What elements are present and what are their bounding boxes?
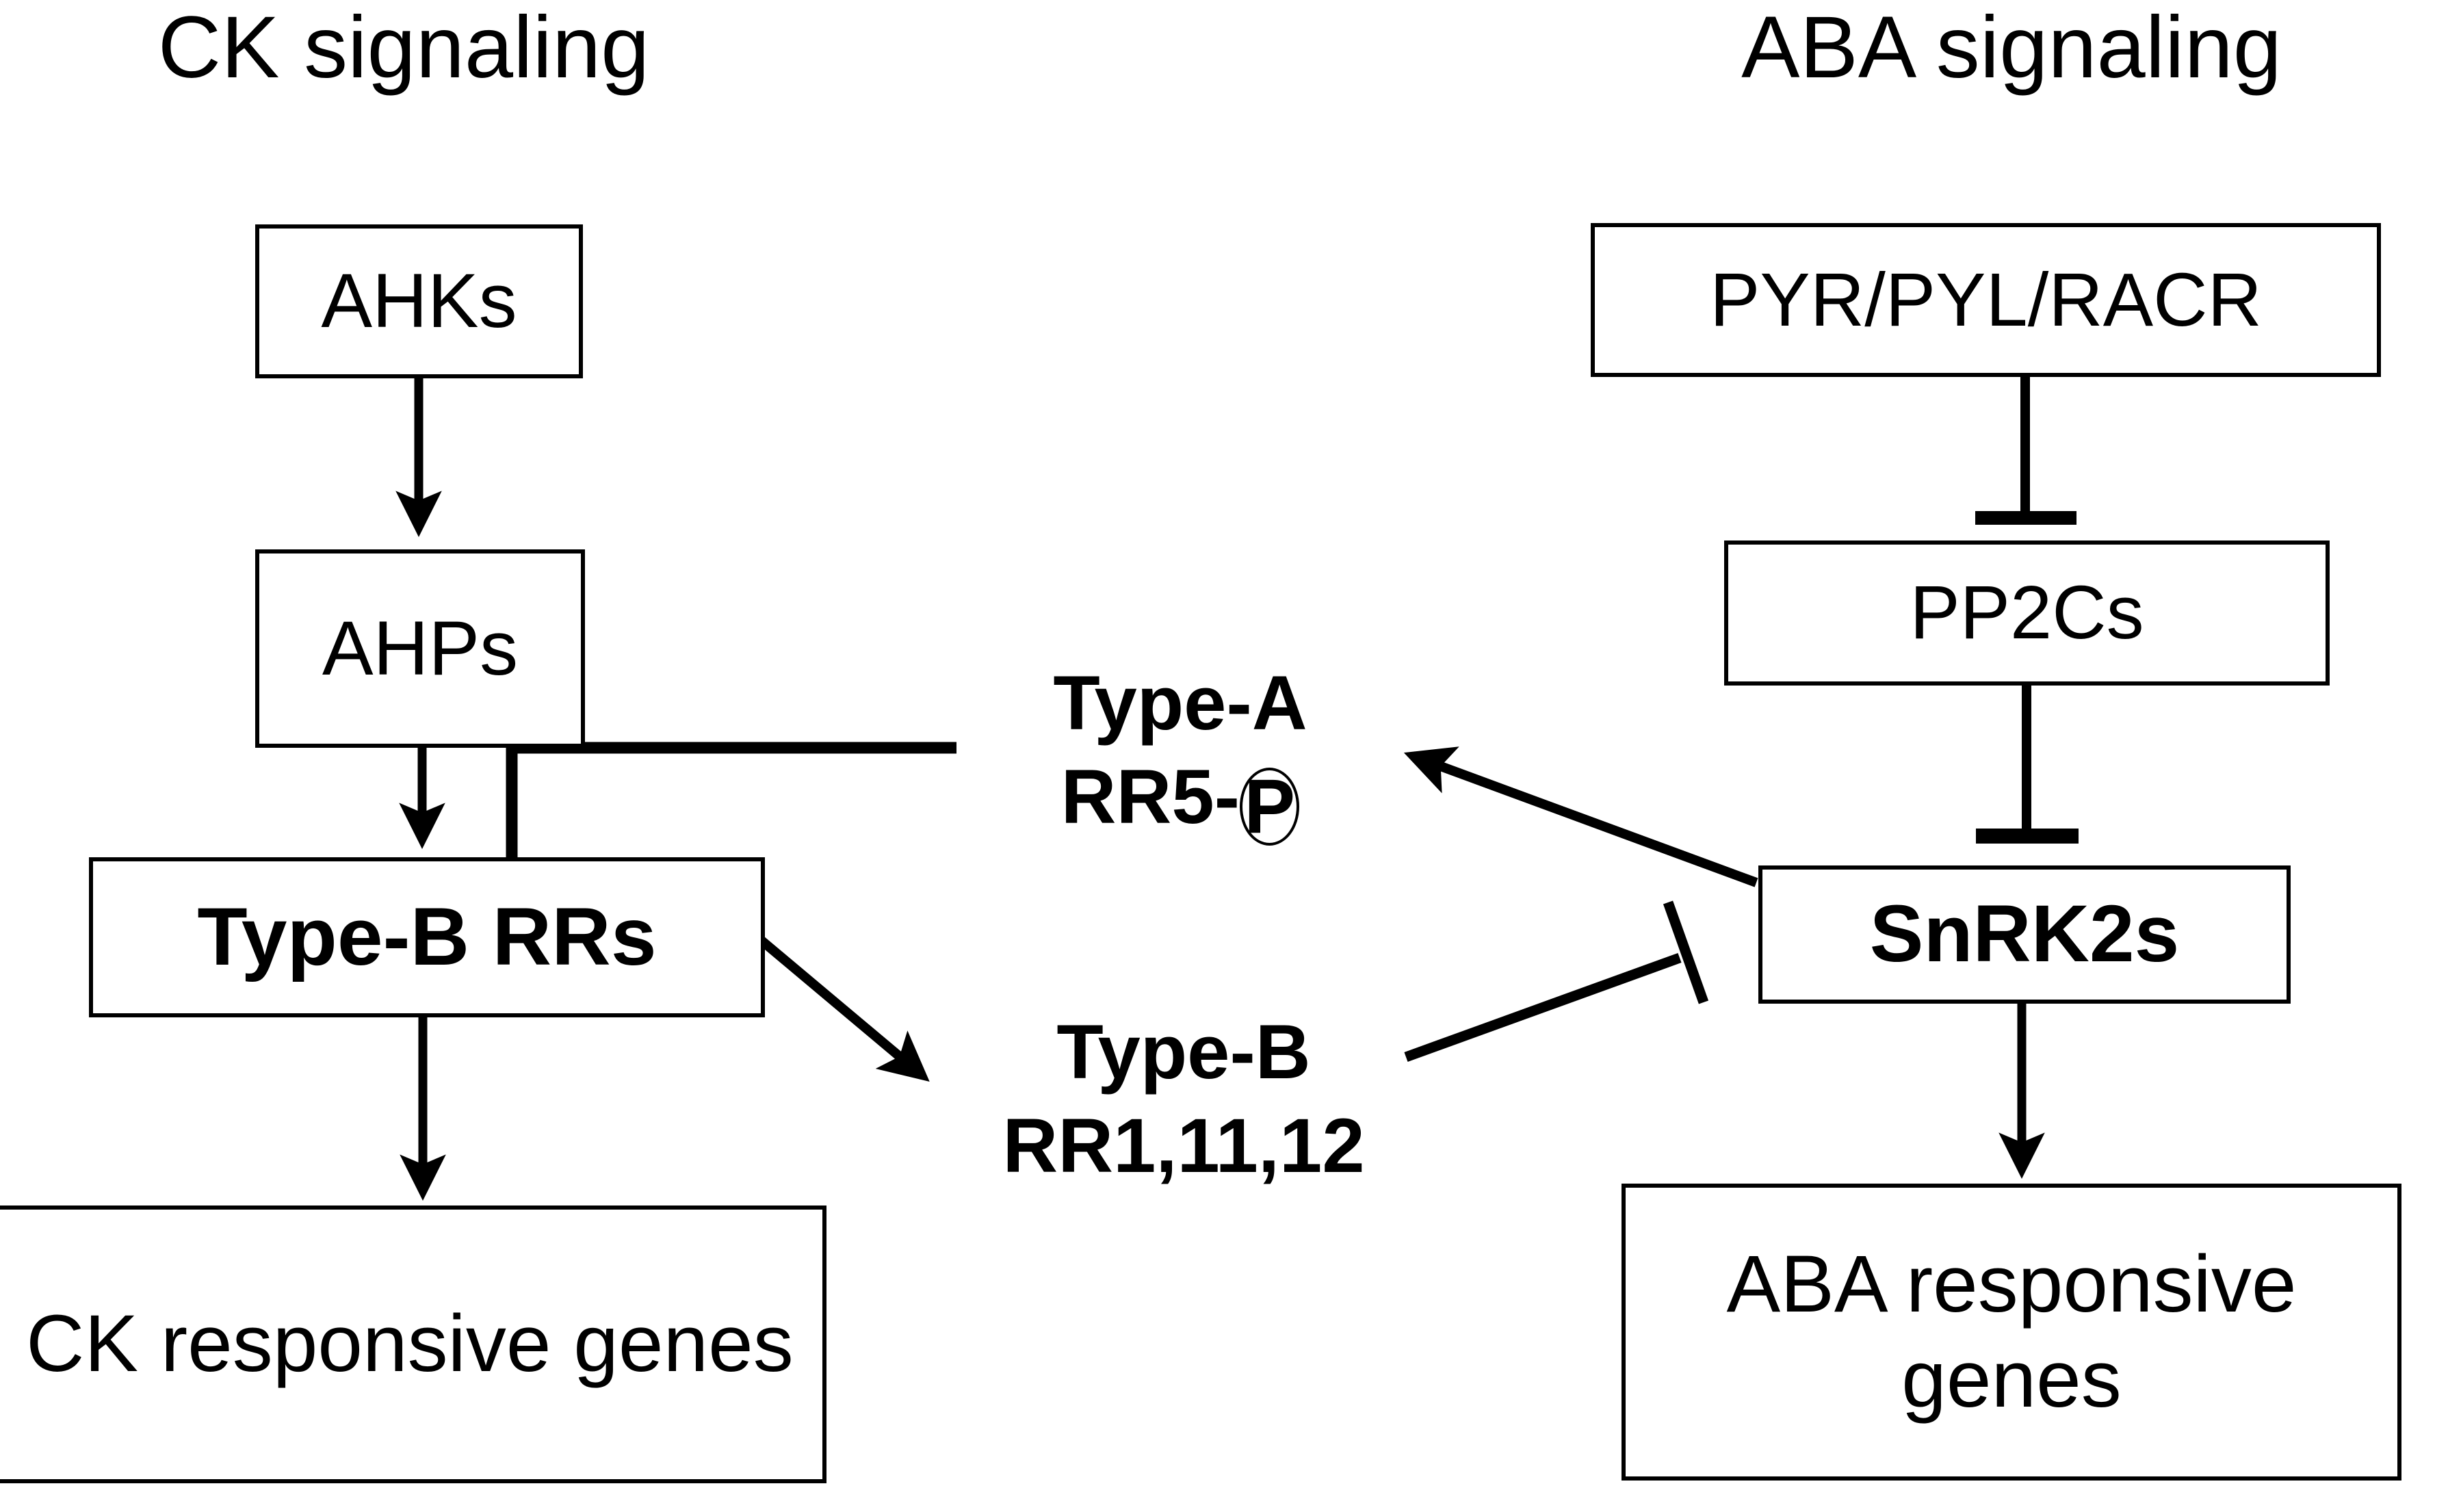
phosphate-glyph: P <box>1244 764 1296 850</box>
phosphate-circle-icon: P <box>1240 768 1300 846</box>
node-ahps-label: AHPs <box>322 605 519 691</box>
edge-pp2cs-inhibits-snrk2s <box>1976 684 2079 844</box>
label-type-a-rr5-prefix: RR5-P <box>1061 751 1300 846</box>
node-ck-responsive-genes-label: CK responsive genes <box>26 1299 794 1390</box>
node-aba-responsive-genes-label: ABA responsive genes <box>1726 1238 2297 1424</box>
edge-type-b-rrs-to-type-b-members <box>753 932 930 1082</box>
node-pp2cs[interactable]: PP2Cs <box>1724 540 2330 686</box>
node-snrk2s-label: SnRK2s <box>1869 889 2180 980</box>
label-type-a-rr5-text: RR5- <box>1060 753 1240 839</box>
label-type-b-line1: Type-B <box>1056 1009 1311 1095</box>
node-snrk2s[interactable]: SnRK2s <box>1758 865 2291 1004</box>
label-type-b-line2: RR1,11,12 <box>1002 1102 1365 1188</box>
heading-ck-signaling: CK signaling <box>62 0 746 98</box>
edge-snrk2s-to-type-a-rr5p <box>1403 746 1758 887</box>
node-type-b-rrs-label: Type-B RRs <box>197 891 657 983</box>
node-ck-responsive-genes[interactable]: CK responsive genes <box>0 1205 826 1483</box>
node-ahps[interactable]: AHPs <box>255 549 585 748</box>
heading-aba-signaling: ABA signaling <box>1628 0 2395 98</box>
label-type-a-line2: RR5-P <box>995 751 1365 846</box>
heading-ck-signaling-label: CK signaling <box>157 0 650 96</box>
label-type-b-rr1-11-12: Type-B RR1,11,12 <box>972 1006 1396 1192</box>
node-ahks-label: AHKs <box>321 258 517 344</box>
heading-aba-signaling-label: ABA signaling <box>1741 0 2282 96</box>
node-pyr-pyl-racr-label: PYR/PYL/RACR <box>1710 257 2262 342</box>
node-type-b-rrs[interactable]: Type-B RRs <box>89 857 765 1017</box>
node-ahks[interactable]: AHKs <box>255 224 583 378</box>
phosphate-ring <box>1240 768 1300 846</box>
edge-pyr-inhibits-pp2cs <box>1975 377 2076 525</box>
label-type-a-line1: Type-A <box>1053 660 1307 746</box>
node-pp2cs-label: PP2Cs <box>1910 571 2144 655</box>
node-aba-responsive-genes[interactable]: ABA responsive genes <box>1622 1184 2401 1481</box>
label-type-a-rr5-p: Type-A RR5-P <box>995 657 1365 846</box>
node-pyr-pyl-racr[interactable]: PYR/PYL/RACR <box>1591 223 2381 377</box>
edge-type-b-members-inhibits-snrk2s <box>1404 900 1709 1063</box>
